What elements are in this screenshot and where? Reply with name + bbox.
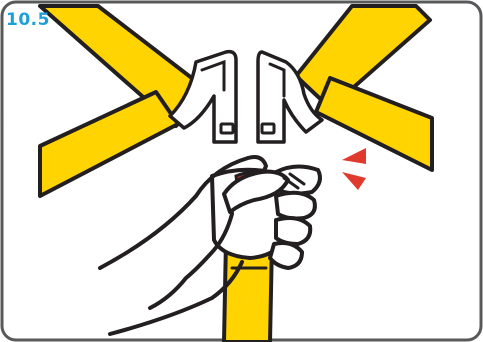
step-number-label: 10.5 [6,10,50,30]
